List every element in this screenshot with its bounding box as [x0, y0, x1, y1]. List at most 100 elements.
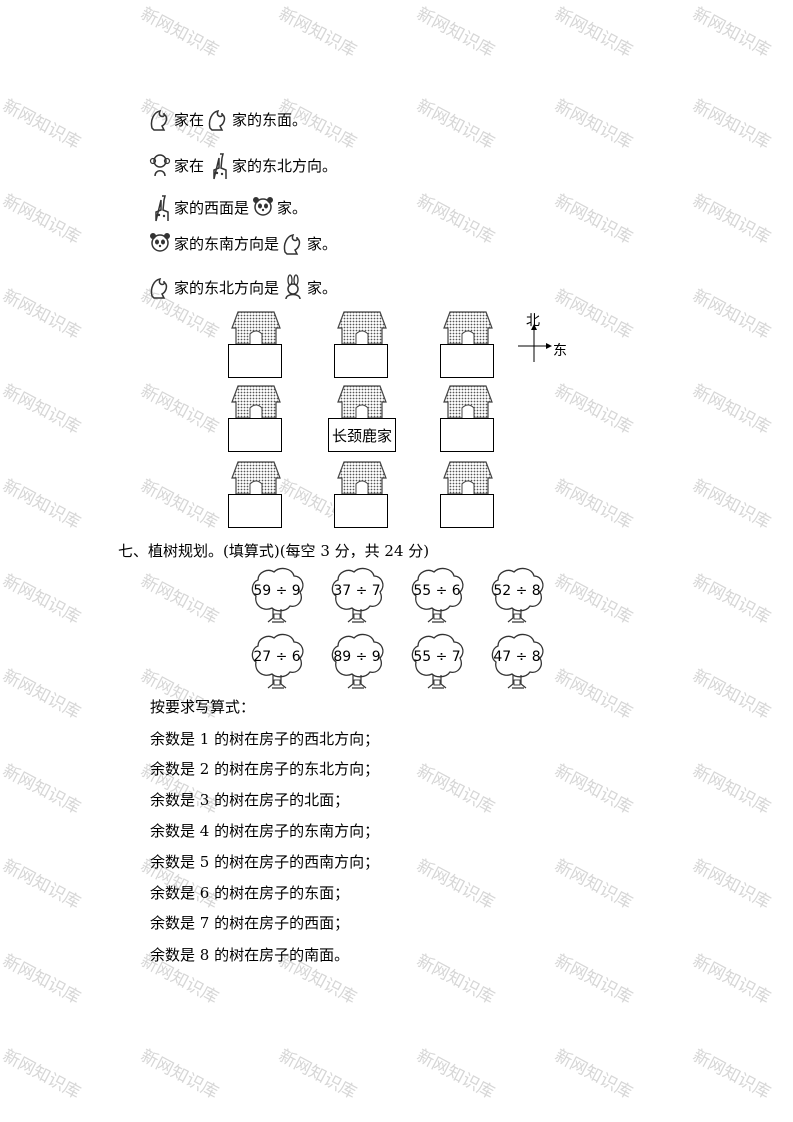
squirrel-icon	[281, 230, 305, 256]
house-label-center: 长颈鹿家	[328, 418, 396, 452]
watermark-text: 新网知识库	[0, 285, 84, 344]
watermark-text: 新网知识库	[551, 475, 636, 534]
tree-expression: 37 ÷ 7	[333, 583, 381, 599]
watermark-text: 新网知识库	[0, 1045, 84, 1104]
tree-expression: 52 ÷ 8	[493, 583, 541, 599]
tree-icon: 59 ÷ 9	[248, 566, 306, 624]
watermark-text: 新网知识库	[0, 665, 84, 724]
watermark-text: 新网知识库	[137, 570, 222, 629]
clue-text: 家。	[277, 198, 308, 217]
clue-2: 家在 家的东北方向。	[148, 150, 339, 180]
watermark-text: 新网知识库	[689, 665, 774, 724]
watermark-text: 新网知识库	[413, 190, 498, 249]
watermark-text: 新网知识库	[413, 95, 498, 154]
instruction-line: 余数是 4 的树在房子的东南方向；	[150, 822, 380, 840]
tree-icon: 47 ÷ 8	[488, 632, 546, 690]
tree-icon: 89 ÷ 9	[328, 632, 386, 690]
watermark-text: 新网知识库	[689, 285, 774, 344]
watermark-text: 新网知识库	[551, 95, 636, 154]
watermark-text: 新网知识库	[689, 855, 774, 914]
watermark-text: 新网知识库	[551, 855, 636, 914]
instruction-line: 余数是 6 的树在房子的东面；	[150, 884, 350, 902]
house-icon	[334, 458, 390, 512]
watermark-text: 新网知识库	[551, 3, 636, 62]
house-answer-box[interactable]	[440, 344, 494, 378]
tree-expression: 55 ÷ 7	[413, 649, 461, 665]
tree-icon: 55 ÷ 6	[408, 566, 466, 624]
clue-text: 家在	[174, 156, 205, 175]
clue-text: 家的东面。	[232, 110, 308, 129]
instruction-line: 余数是 5 的树在房子的西南方向；	[150, 853, 380, 871]
clue-4: 家的东南方向是 家。	[148, 228, 339, 258]
clue-text: 家的东北方向。	[232, 156, 338, 175]
tree-expression: 89 ÷ 9	[333, 649, 381, 665]
clue-text: 家。	[307, 234, 338, 253]
house-answer-box[interactable]	[228, 344, 282, 378]
clue-1: 家在 家的东面。	[148, 104, 309, 134]
tree-icon: 37 ÷ 7	[328, 566, 386, 624]
house-icon	[334, 308, 390, 362]
squirrel-icon	[148, 106, 172, 132]
compass-east-label: 东	[553, 343, 567, 359]
watermark-text: 新网知识库	[0, 760, 84, 819]
house-icon	[228, 308, 284, 362]
watermark-text: 新网知识库	[689, 475, 774, 534]
watermark-text: 新网知识库	[551, 190, 636, 249]
watermark-text: 新网知识库	[689, 950, 774, 1009]
watermark-text: 新网知识库	[137, 1045, 222, 1104]
watermark-text: 新网知识库	[0, 380, 84, 439]
rabbit-icon	[281, 274, 305, 300]
watermark-text: 新网知识库	[0, 475, 84, 534]
watermark-text: 新网知识库	[275, 3, 360, 62]
instruction-line: 余数是 1 的树在房子的西北方向；	[150, 730, 380, 748]
tree-expression: 59 ÷ 9	[253, 583, 301, 599]
compass: 北 东	[516, 310, 576, 366]
house-answer-box[interactable]	[228, 494, 282, 528]
instruction-line: 余数是 3 的树在房子的北面；	[150, 791, 350, 809]
house-icon	[440, 458, 496, 512]
clue-text: 家在	[174, 110, 205, 129]
watermark-text: 新网知识库	[0, 950, 84, 1009]
watermark-text: 新网知识库	[0, 95, 84, 154]
watermark-text: 新网知识库	[689, 380, 774, 439]
watermark-text: 新网知识库	[0, 190, 84, 249]
watermark-text: 新网知识库	[551, 950, 636, 1009]
instruction-line: 余数是 2 的树在房子的东北方向；	[150, 760, 380, 778]
clue-text: 家的西面是	[174, 198, 250, 217]
watermark-text: 新网知识库	[413, 760, 498, 819]
panda-icon	[148, 230, 172, 256]
house-icon	[334, 382, 390, 436]
watermark-text: 新网知识库	[551, 380, 636, 439]
house-icon	[228, 458, 284, 512]
watermark-text: 新网知识库	[413, 950, 498, 1009]
clue-text: 家。	[307, 278, 338, 297]
watermark-text: 新网知识库	[689, 95, 774, 154]
section-7-title: 七、植树规划。(填算式)(每空 3 分，共 24 分)	[118, 542, 430, 560]
house-icon	[440, 308, 496, 362]
compass-north-label: 北	[526, 313, 540, 329]
watermark-text: 新网知识库	[689, 3, 774, 62]
watermark-text: 新网知识库	[689, 570, 774, 629]
watermark-text: 新网知识库	[413, 1045, 498, 1104]
instruction-heading: 按要求写算式：	[150, 698, 256, 716]
panda-icon	[251, 194, 275, 220]
tree-icon: 27 ÷ 6	[248, 632, 306, 690]
house-answer-box[interactable]	[440, 494, 494, 528]
house-answer-box[interactable]	[334, 344, 388, 378]
watermark-text: 新网知识库	[0, 570, 84, 629]
house-answer-box[interactable]	[440, 418, 494, 452]
house-answer-box[interactable]	[228, 418, 282, 452]
giraffe-icon	[148, 194, 172, 222]
monkey-icon	[148, 152, 172, 178]
squirrel-icon	[148, 274, 172, 300]
watermark-text: 新网知识库	[137, 3, 222, 62]
watermark-text: 新网知识库	[551, 570, 636, 629]
watermark-text: 新网知识库	[689, 1045, 774, 1104]
watermark-text: 新网知识库	[689, 190, 774, 249]
clue-3: 家的西面是 家。	[148, 192, 309, 222]
tree-expression: 47 ÷ 8	[493, 649, 541, 665]
house-answer-box[interactable]	[334, 494, 388, 528]
watermark-text: 新网知识库	[689, 760, 774, 819]
watermark-text: 新网知识库	[275, 1045, 360, 1104]
tree-icon: 52 ÷ 8	[488, 566, 546, 624]
